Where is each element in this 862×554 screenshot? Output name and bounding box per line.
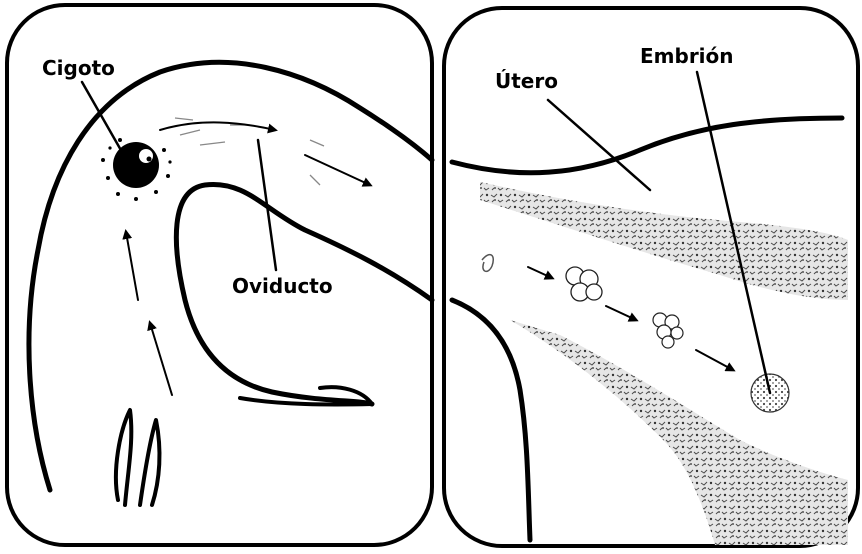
fimbria-1: [116, 410, 131, 505]
migration-arrow-2: [606, 306, 636, 320]
cilia-strokes: [175, 118, 324, 185]
uterus-wall-upper: [452, 118, 842, 173]
oviduct-leader: [258, 140, 276, 270]
movement-arrow-2: [126, 232, 138, 300]
zygote-label: Cigoto: [42, 56, 115, 80]
movement-arrow-1: [150, 323, 172, 395]
fimbria-2: [140, 420, 159, 505]
left-panel: Cigoto Oviducto: [7, 5, 432, 545]
embryo-stage-1: [482, 255, 493, 272]
migration-arrow-1: [528, 267, 552, 278]
zygote-leader: [82, 82, 122, 152]
uterine-lining-upper: [480, 182, 848, 300]
embryo-stage-2: [566, 267, 602, 301]
embryo-stage-3: [653, 313, 683, 348]
zygote: [101, 138, 172, 201]
oviduct-outer-wall: [29, 62, 432, 490]
uterus-wall-lower: [452, 300, 530, 540]
uterus-label: Útero: [495, 69, 558, 93]
left-panel-frame: [7, 5, 432, 545]
movement-arrow-3: [160, 122, 275, 130]
uterus-leader: [548, 100, 650, 190]
right-panel: Útero Embrión: [444, 8, 858, 546]
embryo-label: Embrión: [640, 44, 734, 68]
oviduct-label: Oviducto: [232, 274, 333, 298]
uterine-lining-lower: [510, 320, 848, 545]
migration-arrow-3: [696, 350, 733, 370]
